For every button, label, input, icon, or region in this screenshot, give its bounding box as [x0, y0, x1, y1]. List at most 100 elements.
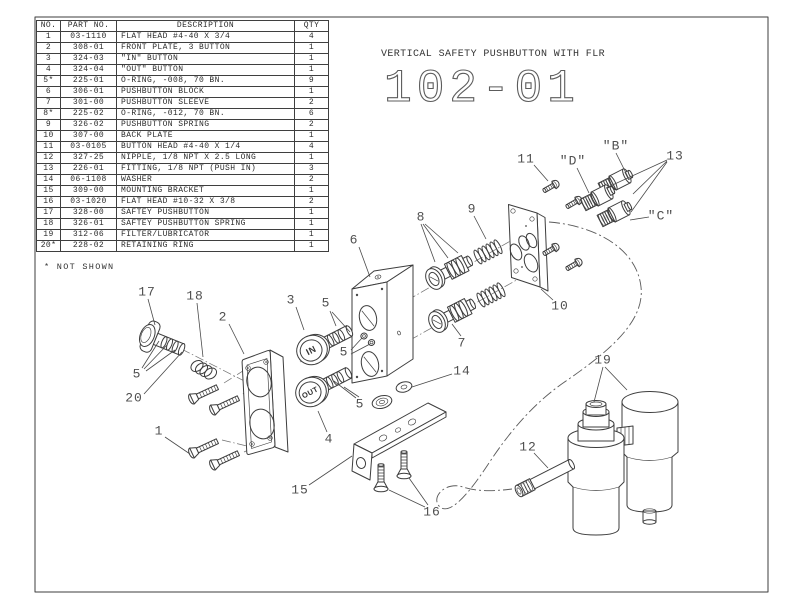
no-cell: 17	[36, 207, 61, 219]
callout-10: 10	[551, 299, 569, 314]
callout-12: 12	[519, 440, 537, 455]
description-cell: BUTTON HEAD #4-40 X 1/4	[116, 141, 295, 153]
description-cell: NIPPLE, 1/8 NPT X 2.5 LONG	[116, 152, 295, 164]
description-cell: FITTING, 1/8 NPT (PUSH IN)	[116, 163, 295, 175]
in-button-label: IN	[304, 344, 317, 357]
part-no-cell: 327-25	[60, 152, 117, 164]
qty-cell: 6	[294, 108, 329, 120]
callout-13: 13	[666, 149, 684, 164]
part-no-cell: 03-0105	[60, 141, 117, 153]
part-nipple	[514, 458, 576, 498]
callout-16: 16	[423, 505, 441, 520]
qty-cell: 2	[294, 119, 329, 131]
part-no-cell: 03-1110	[60, 31, 117, 43]
callout-9: 9	[468, 202, 477, 217]
qty-cell: 2	[294, 196, 329, 208]
part-no-cell: 226-01	[60, 163, 117, 175]
part-no-cell: 306-01	[60, 86, 117, 98]
description-cell: O-RING, -008, 70 BN.	[116, 75, 295, 87]
no-cell: 16	[36, 196, 61, 208]
description-cell: SAFTEY PUSHBUTTON SPRING	[116, 218, 295, 230]
qty-cell: 4	[294, 31, 329, 43]
callout-B: "B"	[603, 139, 629, 154]
part-no-cell: 307-00	[60, 130, 117, 142]
no-cell: 4	[36, 64, 61, 76]
qty-cell: 2	[294, 174, 329, 186]
col-header-description: DESCRIPTION	[116, 20, 295, 32]
no-cell: 3	[36, 53, 61, 65]
qty-cell: 1	[294, 229, 329, 241]
no-cell: 18	[36, 218, 61, 230]
part-no-cell: 06-1108	[60, 174, 117, 186]
part-pushbutton-sleeves	[421, 249, 480, 336]
part-mounting-bracket	[351, 402, 447, 481]
no-cell: 5*	[36, 75, 61, 87]
qty-cell: 1	[294, 42, 329, 54]
description-cell: MOUNTING BRACKET	[116, 185, 295, 197]
description-cell: PUSHBUTTON BLOCK	[116, 86, 295, 98]
description-cell: SAFTEY PUSHBUTTON	[116, 207, 295, 219]
no-cell: 8*	[36, 108, 61, 120]
qty-cell: 1	[294, 185, 329, 197]
part-no-cell: 326-02	[60, 119, 117, 131]
callout-5: 5	[322, 296, 331, 311]
qty-cell: 1	[294, 53, 329, 65]
callout-5: 5	[340, 345, 349, 360]
callout-19: 19	[594, 353, 612, 368]
part-no-cell: 225-02	[60, 108, 117, 120]
no-cell: 14	[36, 174, 61, 186]
col-header-part-no: PART NO.	[60, 20, 117, 32]
description-cell: FILTER/LUBRICATOR	[116, 229, 295, 241]
no-cell: 19	[36, 229, 61, 241]
qty-cell: 3	[294, 163, 329, 175]
part-bracket-screws	[373, 450, 412, 493]
no-cell: 15	[36, 185, 61, 197]
description-cell: FLAT HEAD #4-40 X 3/4	[116, 31, 295, 43]
qty-cell: 1	[294, 86, 329, 98]
description-cell: PUSHBUTTON SLEEVE	[116, 97, 295, 109]
part-safety-spring	[190, 359, 218, 380]
qty-cell: 1	[294, 64, 329, 76]
qty-cell: 1	[294, 207, 329, 219]
part-no-cell: 312-06	[60, 229, 117, 241]
part-plate-screws	[186, 381, 242, 472]
no-cell: 13	[36, 163, 61, 175]
callout-3: 3	[287, 293, 296, 308]
callout-6: 6	[350, 233, 359, 248]
qty-cell: 1	[294, 218, 329, 230]
col-header-qty: QTY	[294, 20, 329, 32]
callout-8: 8	[417, 210, 426, 225]
callout-5: 5	[356, 397, 365, 412]
callout-15: 15	[291, 483, 309, 498]
qty-cell: 1	[294, 130, 329, 142]
part-no-cell: 228-02	[60, 240, 117, 252]
qty-cell: 4	[294, 141, 329, 153]
callout-11: 11	[517, 152, 535, 167]
part-no-cell: 324-03	[60, 53, 117, 65]
no-cell: 2	[36, 42, 61, 54]
callout-4: 4	[325, 432, 334, 447]
callout-20: 20	[125, 391, 143, 406]
part-back-plate	[508, 204, 549, 292]
no-cell: 10	[36, 130, 61, 142]
